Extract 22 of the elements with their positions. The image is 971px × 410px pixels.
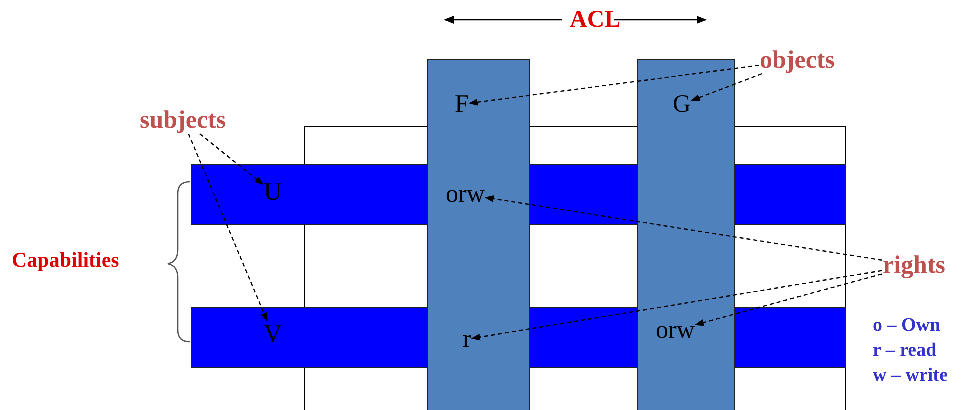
object-label: F	[455, 92, 469, 117]
legend-entry: r – read	[873, 341, 937, 360]
leader-line	[471, 270, 882, 341]
leader-line	[188, 134, 268, 322]
object-label: G	[673, 92, 692, 117]
leader-line	[200, 134, 264, 186]
leader-line	[484, 196, 882, 261]
subject-label: U	[264, 180, 282, 205]
leader-line	[468, 64, 760, 106]
annotation-label: rights	[883, 253, 946, 278]
subject-label: V	[264, 322, 282, 347]
rights-entry: orw	[446, 182, 485, 207]
annotation-label: objects	[760, 48, 835, 73]
leader-line	[694, 274, 882, 326]
acl-label: ACL	[570, 8, 621, 32]
annotation-label: subjects	[140, 108, 226, 133]
legend-entry: o – Own	[873, 316, 941, 335]
legend-entry: w – write	[873, 366, 948, 385]
rights-entry: r	[463, 327, 472, 352]
leader-line	[691, 73, 762, 102]
rights-entry: orw	[656, 318, 695, 343]
capabilities-label: Capabilities	[12, 250, 120, 271]
